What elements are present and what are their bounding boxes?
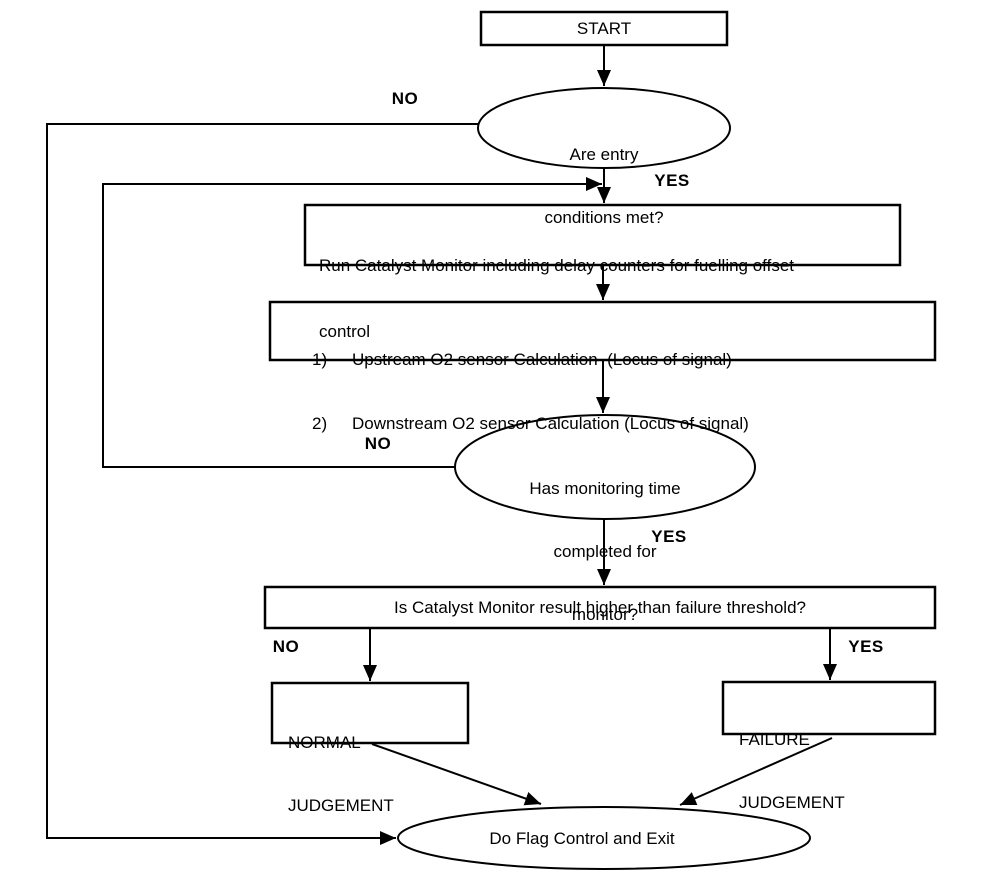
monitoring-yes-label: YES	[651, 527, 687, 546]
normal-judgement-line1: NORMAL	[288, 733, 361, 752]
monitoring-time-line3: monitor?	[571, 605, 639, 624]
normal-judgement-shape	[270, 681, 470, 745]
threshold-check-label: Is Catalyst Monitor result higher than f…	[394, 598, 806, 617]
start-node-label: START	[576, 19, 632, 38]
threshold-yes-label: YES	[848, 637, 884, 656]
o2-calc-item-1: 1) Upstream O2 sensor Calculation (Locus…	[312, 349, 922, 371]
monitoring-time-line2: completed for	[553, 542, 657, 561]
edge-normal-to-exit	[371, 743, 542, 806]
failure-judgement-label: FAILURE JUDGEMENT	[739, 687, 845, 855]
o2-calc-item-2: 2) Downstream O2 sensor Calculation (Loc…	[312, 413, 922, 435]
run-monitor-line2: control	[319, 322, 371, 341]
edge-monitoring-no-loop	[102, 177, 602, 468]
o2-calc-item-1-number: 1)	[312, 350, 328, 369]
normal-judgement-line2: JUDGEMENT	[288, 796, 394, 815]
failure-judgement-shape	[721, 680, 937, 736]
entry-check-line1: Are entry	[569, 145, 639, 164]
threshold-check-shape	[263, 585, 937, 630]
threshold-no-label: NO	[272, 637, 300, 656]
run-monitor-shape	[303, 203, 902, 267]
run-monitor-label: Run Catalyst Monitor including delay cou…	[319, 211, 894, 387]
edge-failure-to-exit	[679, 737, 833, 806]
monitoring-time-line1: Has monitoring time	[529, 479, 681, 498]
monitoring-no-label: NO	[364, 434, 392, 453]
entry-yes-label: YES	[654, 171, 690, 190]
run-monitor-line1: Run Catalyst Monitor including delay cou…	[319, 256, 794, 275]
o2-calc-label: 1) Upstream O2 sensor Calculation (Locus…	[312, 307, 922, 477]
failure-judgement-line2: JUDGEMENT	[739, 793, 845, 812]
entry-check-label: Are entry conditions met?	[504, 102, 704, 270]
edge-entry-no-to-exit	[46, 123, 478, 845]
entry-check-line2: conditions met?	[544, 208, 664, 227]
exit-node-shape	[397, 806, 811, 870]
monitoring-time-label: Has monitoring time completed for monito…	[505, 436, 705, 667]
o2-calc-shape	[268, 300, 937, 362]
o2-calc-item-1-text: Upstream O2 sensor Calculation (Locus of…	[352, 350, 732, 369]
o2-calc-item-2-text: Downstream O2 sensor Calculation (Locus …	[352, 414, 749, 433]
normal-judgement-label: NORMAL JUDGEMENT	[288, 690, 394, 858]
entry-no-label: NO	[391, 89, 419, 108]
failure-judgement-line1: FAILURE	[739, 730, 810, 749]
exit-node-label: Do Flag Control and Exit	[489, 828, 675, 848]
o2-calc-item-2-number: 2)	[312, 414, 328, 433]
